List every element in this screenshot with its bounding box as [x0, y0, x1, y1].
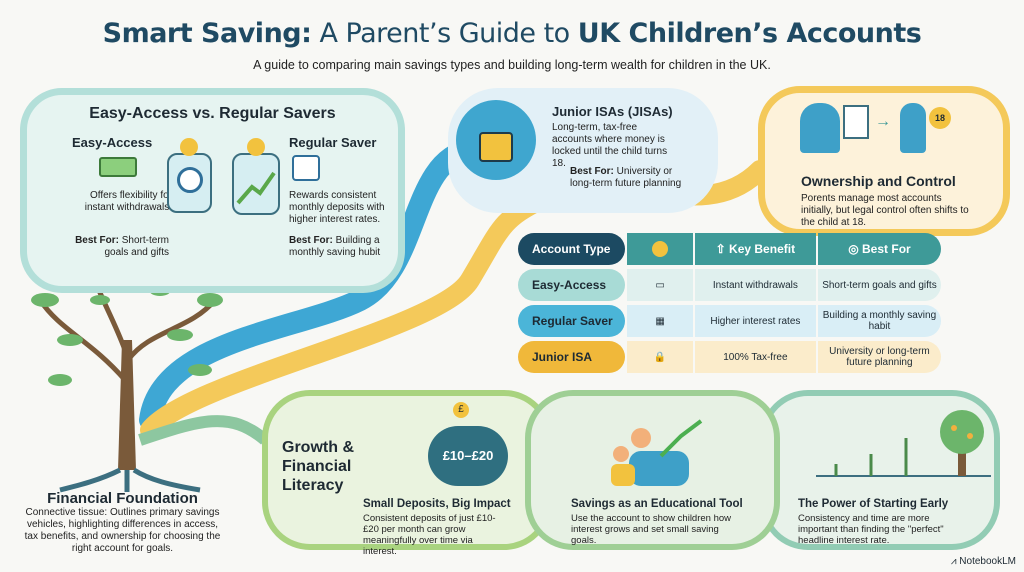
- growing-plants-icon: [816, 404, 996, 484]
- foundation-title: Financial Foundation: [47, 490, 198, 507]
- row-type: Junior ISA: [518, 341, 626, 373]
- table-header: Account Type ⇧ Key Benefit ◎ Best For: [518, 233, 943, 265]
- header-key-benefit: ⇧ Key Benefit: [694, 233, 816, 265]
- growth-card-2: Savings as an Educational Tool Use the a…: [525, 390, 780, 550]
- jisa-desc: Long-term, tax-free accounts where money…: [552, 122, 668, 169]
- parent-child-tablet-icon: [601, 416, 711, 486]
- money-pot-icon: £10–£20: [428, 426, 508, 486]
- financial-foundation: Financial Foundation Connective tissue: …: [20, 490, 225, 555]
- ownership-title: Ownership and Control: [801, 173, 956, 189]
- jisa-best: Best For: University or long-term future…: [570, 166, 682, 189]
- jar-icon: ▭: [627, 269, 693, 301]
- growth-card-3: The Power of Starting Early Consistency …: [760, 390, 1000, 550]
- row-best-for: Short-term goals and gifts: [817, 269, 941, 301]
- parent-child-icon: [800, 103, 840, 153]
- jar-growth-icon: [232, 153, 280, 215]
- easy-access-best: Best For: Short-term goals and gifts: [75, 235, 169, 258]
- document-icon: [843, 105, 869, 139]
- table-row: Easy-Access ▭ Instant withdrawals Short-…: [518, 269, 943, 301]
- card-title: The Power of Starting Early: [798, 498, 949, 510]
- growth-title: Growth & Financial Literacy: [282, 439, 354, 494]
- page-subtitle: A guide to comparing main savings types …: [253, 58, 771, 72]
- row-type: Easy-Access: [518, 269, 626, 301]
- regular-saver-best: Best For: Building a monthly saving hubi…: [289, 235, 381, 258]
- row-type: Regular Saver: [518, 305, 626, 337]
- page-title: Smart Saving: A Parent’s Guide to UK Chi…: [102, 18, 922, 49]
- row-benefit: Higher interest rates: [694, 305, 816, 337]
- easy-access-desc: Offers flexibility for instant withdrawa…: [84, 190, 172, 213]
- table-row: Junior ISA 🔒 100% Tax-free University or…: [518, 341, 943, 373]
- calendar-icon: ▦: [627, 305, 693, 337]
- foundation-desc: Connective tissue: Outlines primary savi…: [24, 507, 221, 554]
- row-best-for: Building a monthly saving habit: [817, 305, 941, 337]
- table-row: Regular Saver ▦ Higher interest rates Bu…: [518, 305, 943, 337]
- row-best-for: University or long-term future planning: [817, 341, 941, 373]
- ownership-desc: Porents manage most accounts initially, …: [801, 193, 969, 228]
- pound-coin-icon: £: [453, 402, 469, 418]
- coin-icon: [180, 138, 198, 156]
- arrow-right-icon: →: [875, 113, 891, 130]
- header-best-for: ◎ Best For: [817, 233, 941, 265]
- regular-saver-title: Regular Saver: [289, 135, 377, 150]
- padlock-graduation-icon: [456, 100, 536, 180]
- growth-card-1: Growth & Financial Literacy £10–£20 £ Sm…: [262, 390, 552, 557]
- young-adult-icon: [900, 103, 926, 153]
- header-account-type: Account Type: [518, 233, 626, 265]
- card-title: Savings as an Educational Tool: [571, 498, 743, 510]
- row-benefit: Instant withdrawals: [694, 269, 816, 301]
- easy-access-title: Easy-Access: [72, 135, 153, 150]
- key-icon: 18: [929, 107, 951, 129]
- notebooklm-brand: ⩘ NotebookLM: [950, 556, 1016, 567]
- card-desc: Consistent deposits of just £10-£20 per …: [363, 513, 496, 557]
- card-desc: Consistency and time are more important …: [798, 513, 944, 546]
- row-benefit: 100% Tax-free: [694, 341, 816, 373]
- coins-icon: [627, 233, 693, 265]
- comparison-table: Account Type ⇧ Key Benefit ◎ Best For Ea…: [518, 233, 943, 377]
- savers-panel: Easy-Access vs. Regular Savers Easy-Acce…: [20, 88, 405, 293]
- regular-saver-desc: Rewards consistent monthly deposits with…: [289, 190, 385, 225]
- jisa-title: Junior ISAs (JISAs): [552, 104, 673, 119]
- coin-icon: [247, 138, 265, 156]
- cash-icon: [99, 157, 137, 177]
- card-title: Small Deposits, Big Impact: [363, 498, 511, 510]
- jisa-panel: Junior ISAs (JISAs) Long-term, tax-free …: [448, 88, 718, 213]
- calendar-icon: [292, 155, 320, 181]
- jar-clock-icon: [167, 153, 212, 213]
- ownership-panel: → 18 Ownership and Control Porents manag…: [758, 86, 1010, 236]
- padlock-shield-icon: 🔒: [627, 341, 693, 373]
- card-desc: Use the account to show children how int…: [571, 513, 732, 546]
- savers-title: Easy-Access vs. Regular Savers: [89, 105, 336, 122]
